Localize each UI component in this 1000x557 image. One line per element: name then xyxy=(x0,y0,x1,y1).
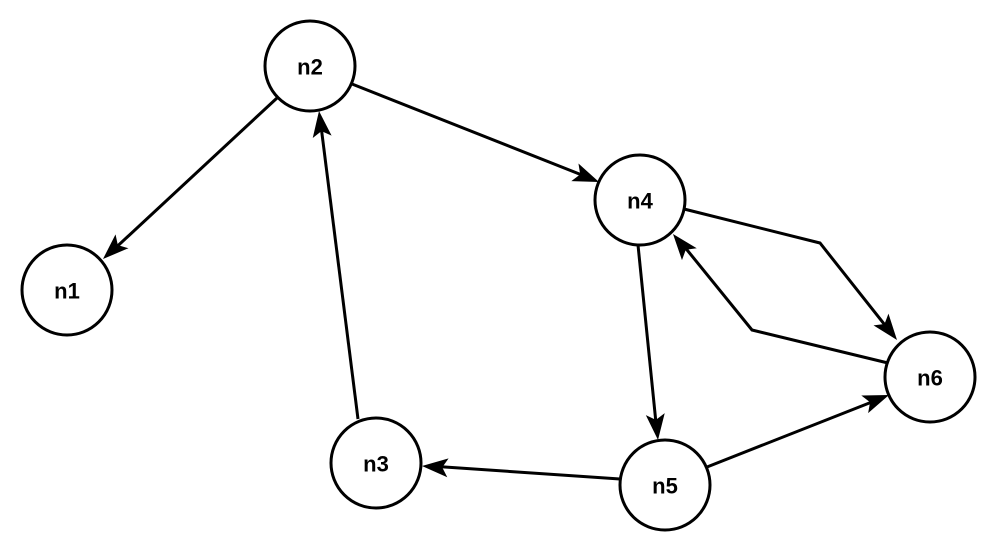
edge-line xyxy=(429,464,621,481)
graph-node-n1[interactable]: n1 xyxy=(20,243,114,337)
edge-n6-to-n4[interactable] xyxy=(666,228,889,365)
arrowhead-icon xyxy=(422,458,449,478)
edge-n4-to-n5[interactable] xyxy=(636,244,667,441)
edge-line xyxy=(107,96,279,256)
node-label: n4 xyxy=(627,189,653,214)
node-label: n5 xyxy=(652,474,678,499)
graph-node-n5[interactable]: n5 xyxy=(618,438,712,532)
graph-node-n2[interactable]: n2 xyxy=(263,19,357,113)
arrowhead-icon xyxy=(861,395,889,414)
node-label: n6 xyxy=(917,366,943,391)
arrowhead-icon xyxy=(673,234,697,261)
nodes-layer: n1 n2 n3 n4 n5 n6 xyxy=(20,19,977,532)
node-label: n3 xyxy=(363,452,389,477)
graph-node-n4[interactable]: n4 xyxy=(593,153,687,247)
edge-n5-to-n3[interactable] xyxy=(421,457,621,481)
arrowhead-icon xyxy=(571,163,599,182)
edge-line xyxy=(677,239,889,365)
arrowhead-icon xyxy=(312,111,332,138)
node-circle xyxy=(618,438,712,532)
node-label: n1 xyxy=(54,279,80,304)
arrowhead-icon xyxy=(103,234,129,259)
node-circle xyxy=(883,330,977,424)
arrowhead-icon xyxy=(645,413,665,440)
graph-node-n6[interactable]: n6 xyxy=(883,330,977,424)
node-circle xyxy=(20,243,114,337)
edge-n2-to-n4[interactable] xyxy=(351,82,603,191)
edge-line xyxy=(683,207,894,335)
edge-n2-to-n1[interactable] xyxy=(97,96,279,266)
edge-line xyxy=(318,117,360,420)
edge-n5-to-n6[interactable] xyxy=(706,386,892,469)
edge-line xyxy=(351,82,593,181)
edge-line xyxy=(706,396,883,469)
edge-line xyxy=(636,244,659,434)
edges-layer xyxy=(97,82,904,481)
graph-node-n3[interactable]: n3 xyxy=(329,416,423,510)
node-circle xyxy=(329,416,423,510)
node-circle xyxy=(263,19,357,113)
edge-n3-to-n2[interactable] xyxy=(310,110,360,420)
node-label: n2 xyxy=(297,55,323,80)
arrowhead-icon xyxy=(873,313,897,340)
edge-n4-to-n6[interactable] xyxy=(683,207,904,346)
node-circle xyxy=(593,153,687,247)
